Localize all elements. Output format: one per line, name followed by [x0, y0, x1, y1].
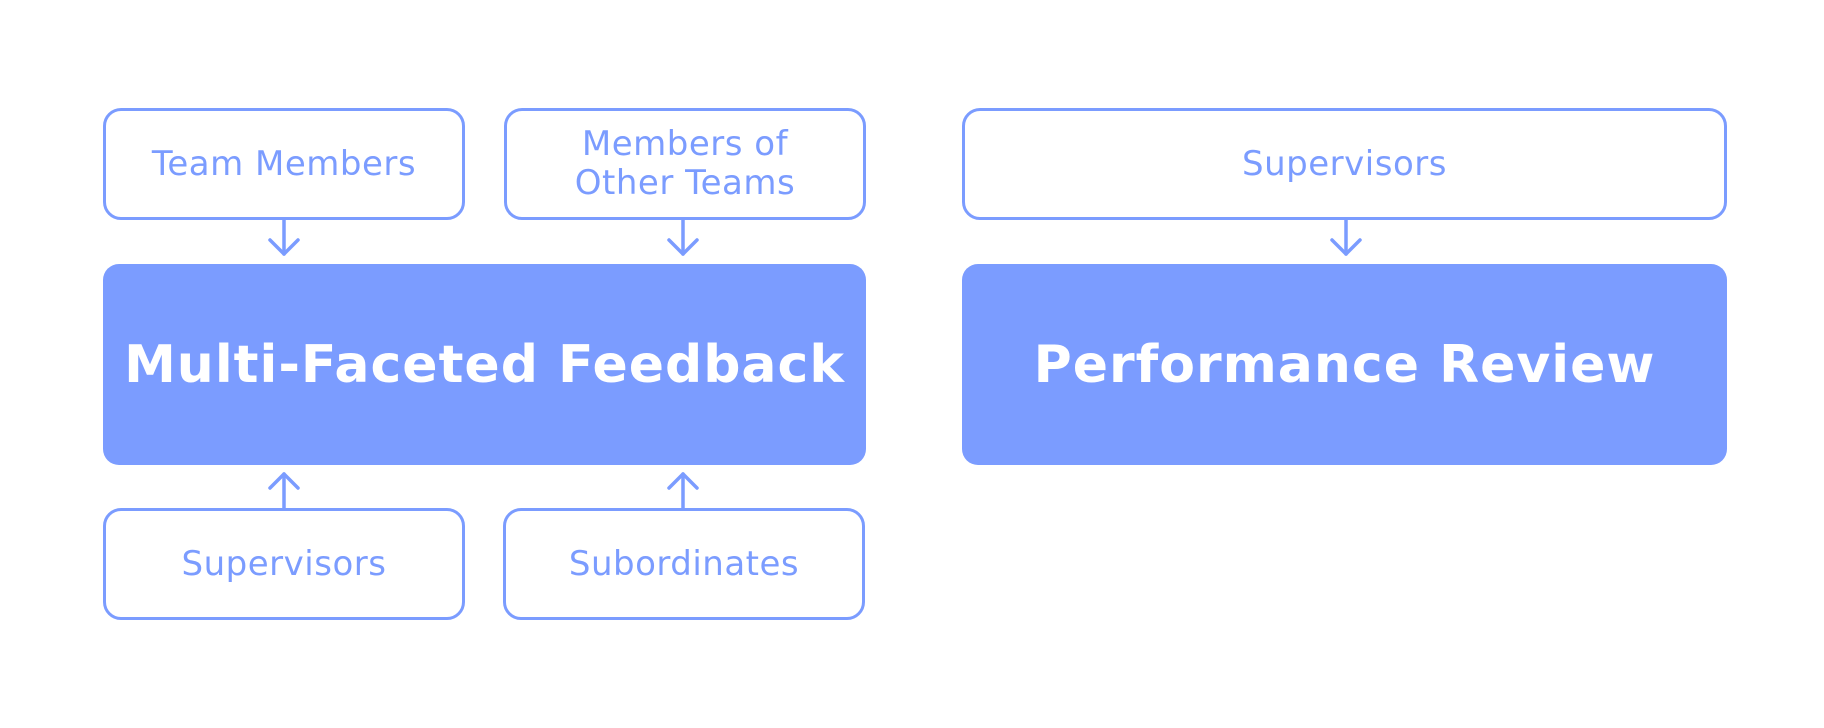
- source-box-supervisors-top: Supervisors: [962, 108, 1727, 220]
- source-box-members-of-other-teams: Members of Other Teams: [504, 108, 866, 220]
- source-label: Subordinates: [568, 543, 800, 584]
- main-box-performance-review: Performance Review: [962, 264, 1727, 465]
- source-box-supervisors-bottom: Supervisors: [103, 508, 465, 620]
- source-box-subordinates: Subordinates: [503, 508, 865, 620]
- source-label: Supervisors: [1242, 143, 1447, 184]
- arrow-subordinates-to-feedback: [667, 472, 699, 510]
- arrow-supervisors-to-feedback: [268, 472, 300, 510]
- source-label: Members of Other Teams: [574, 124, 796, 203]
- source-label: Supervisors: [181, 543, 387, 584]
- arrow-supervisors-to-performance-review: [1330, 218, 1362, 256]
- source-label: Team Members: [151, 143, 417, 184]
- source-box-team-members: Team Members: [103, 108, 465, 220]
- main-label: Performance Review: [1033, 334, 1656, 395]
- main-label: Multi-Faceted Feedback: [124, 334, 845, 395]
- main-box-multi-faceted-feedback: Multi-Faceted Feedback: [103, 264, 866, 465]
- arrow-other-teams-to-feedback: [667, 218, 699, 256]
- arrow-team-members-to-feedback: [268, 218, 300, 256]
